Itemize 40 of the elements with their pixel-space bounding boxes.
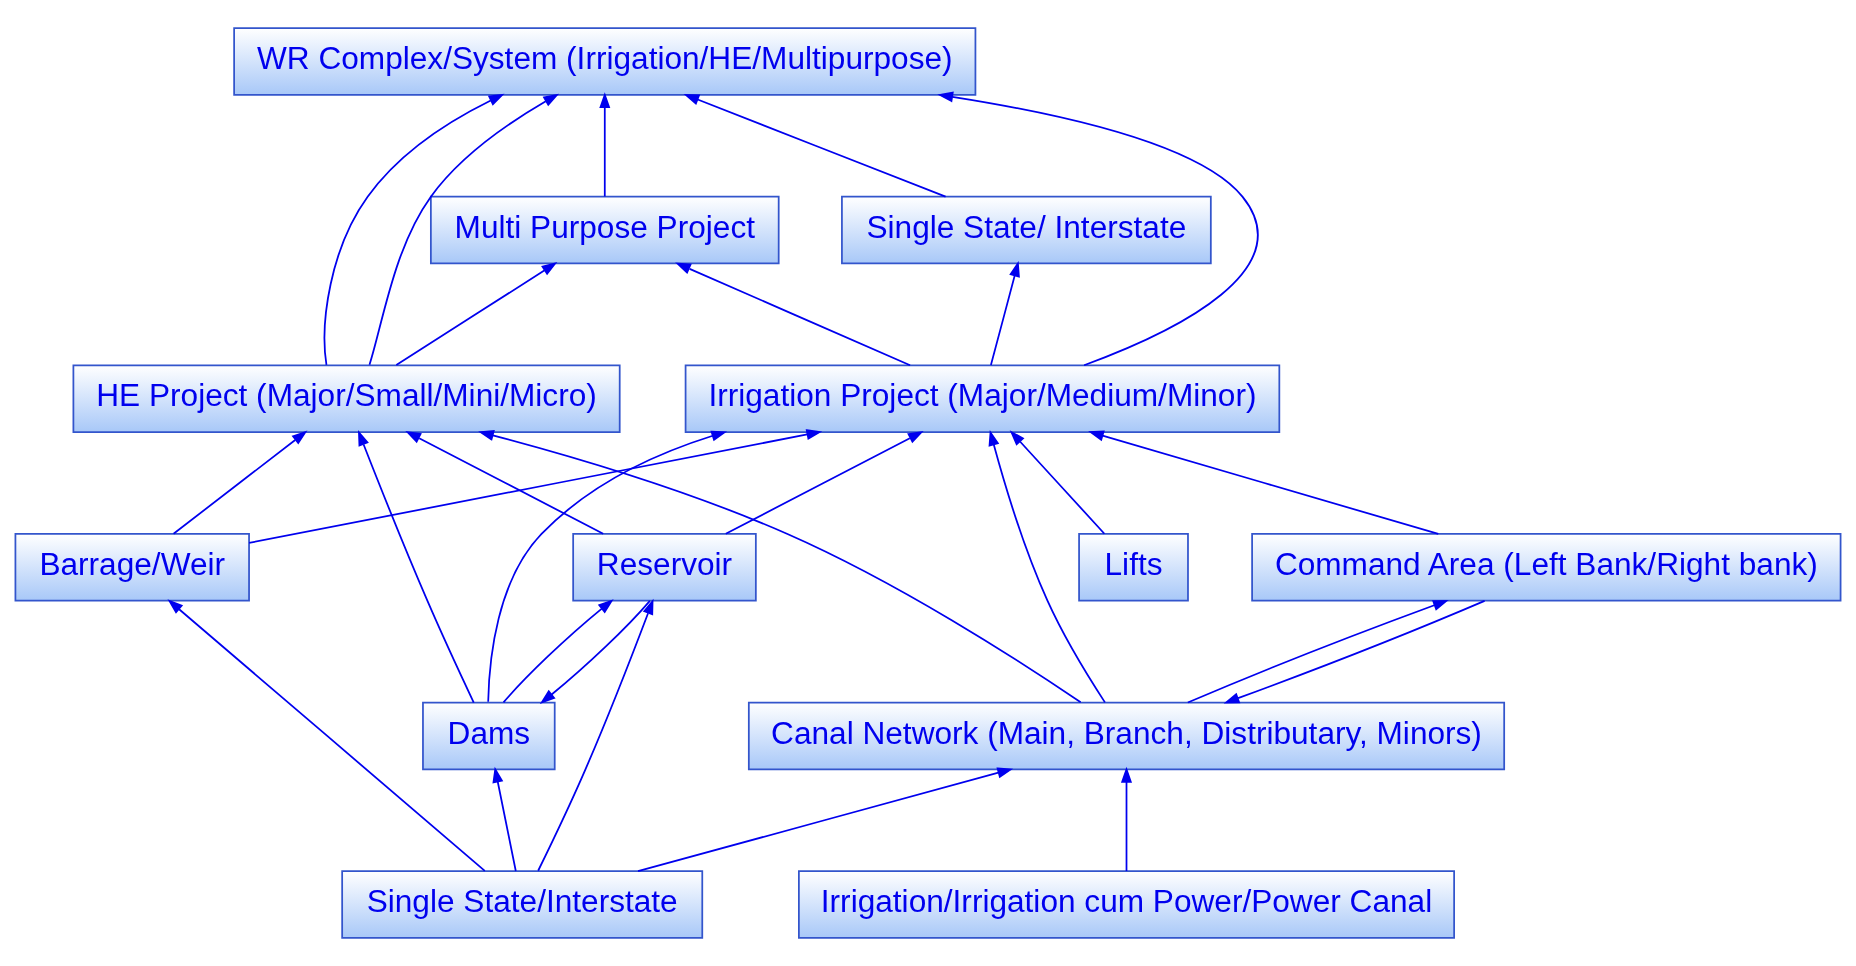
arrow [988,429,1106,704]
node-box: Lifts [1078,533,1189,602]
arrow [502,599,614,704]
node-box: Canal Network (Main, Branch, Distributary, Minors) [747,701,1506,771]
node-box: Irrigation Project (Major/Medium/Minor) [684,364,1281,433]
arrow [724,430,924,535]
arrow [1009,430,1106,535]
arrow [675,262,911,367]
arrow [537,598,654,872]
arrow [405,430,605,535]
node-box: HE Project (Major/Small/Mini/Micro) [72,364,621,433]
node-box: Single State/Interstate [341,870,704,939]
arrow [248,429,823,544]
arrow [1120,766,1133,872]
node-box: Dams [422,701,556,771]
node-box: Single State/ Interstate [841,195,1212,265]
node-box: Barrage/Weir [14,533,250,602]
node-box: WR Complex/System (Irrigation/HE/Multipurpose) [233,27,977,96]
arrow [395,262,558,366]
arrow [937,91,1259,367]
arrow [1088,430,1440,535]
arrow [368,93,560,366]
arrow [487,430,728,703]
node-box: Multi Purpose Project [430,195,780,265]
arrow [990,260,1020,366]
node-box: Irrigation/Irrigation cum Power/Power Canal [798,870,1455,939]
arrow [1223,600,1486,704]
arrow [539,599,651,705]
arrow [478,430,1082,704]
arrow [683,94,947,198]
node-box: Command Area (Left Bank/Right bank) [1251,533,1842,602]
arrow [492,766,517,872]
arrow [1186,599,1449,704]
arrow [637,767,1014,873]
arrow [357,430,475,704]
node-box: Reservoir [572,533,757,602]
arrow [323,93,505,366]
arrow [172,430,308,535]
arrow [167,599,486,872]
arrow [599,92,611,198]
